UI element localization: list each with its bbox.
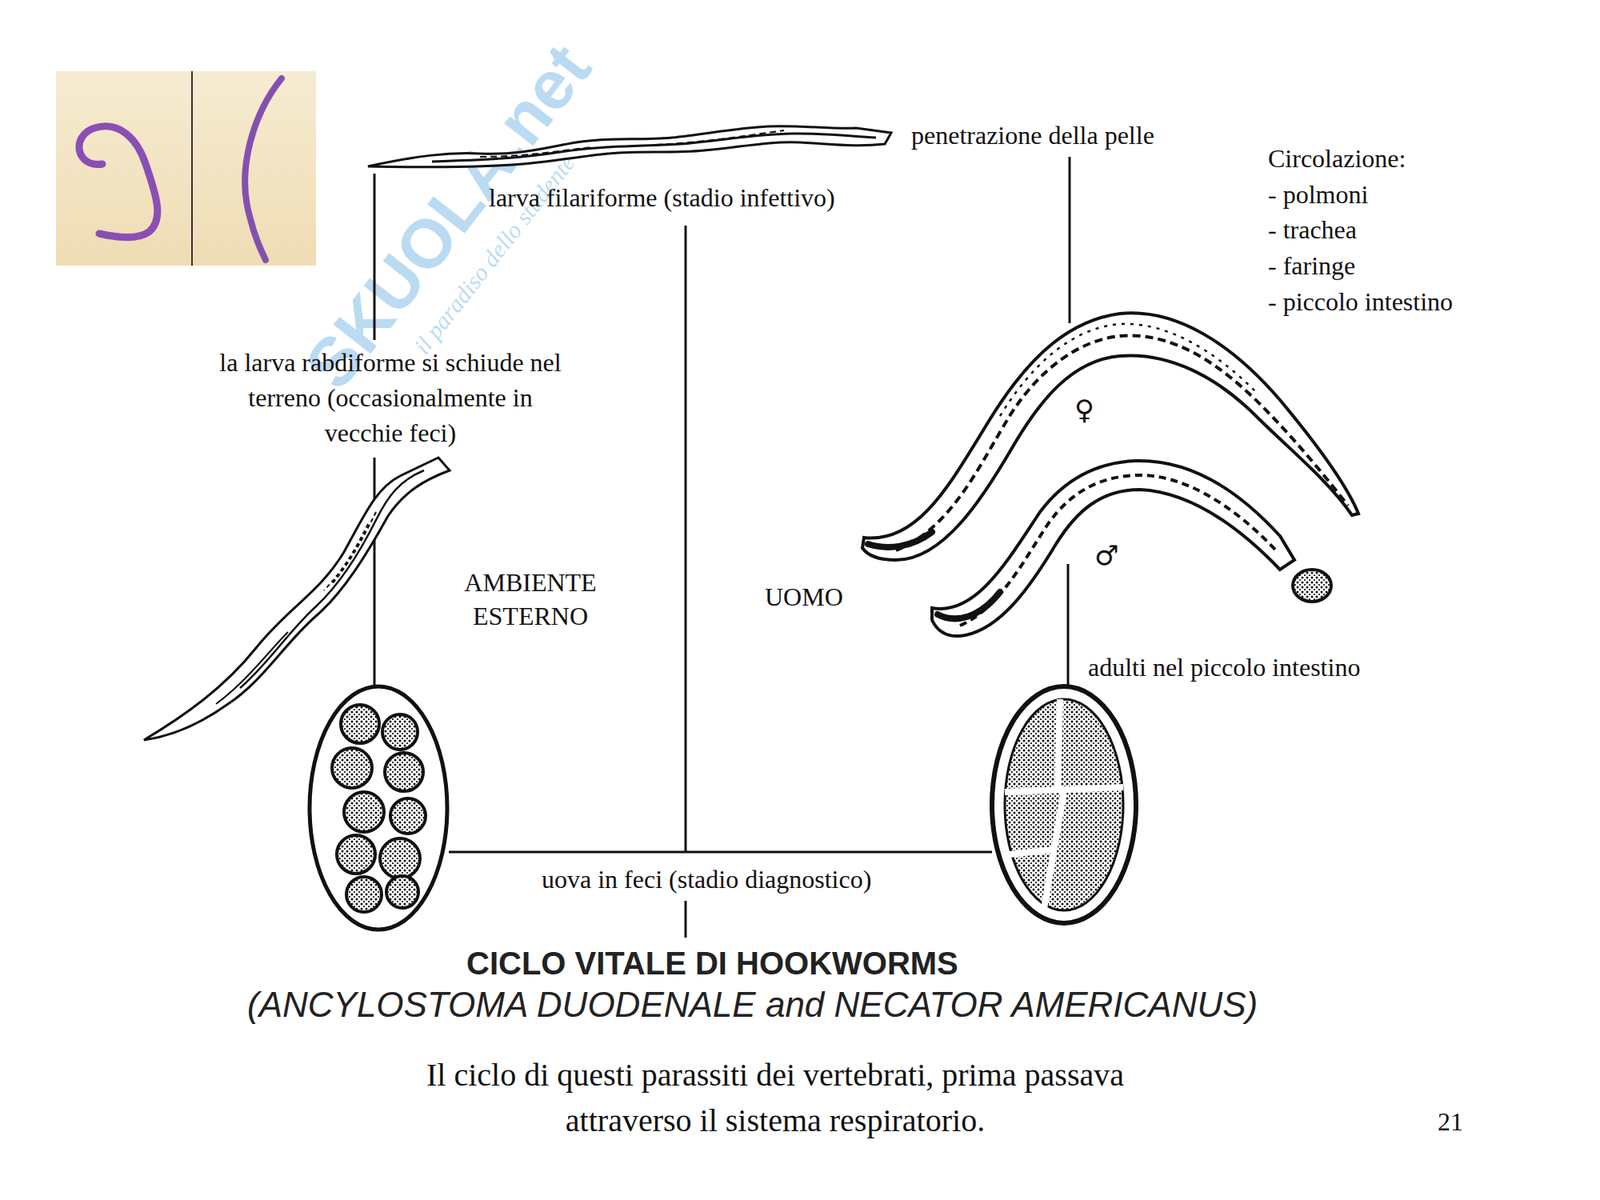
route-item: - faringe bbox=[1268, 250, 1356, 281]
cycle-line bbox=[1068, 156, 1072, 324]
female-adult-worm bbox=[862, 312, 1359, 560]
cell-divider bbox=[1004, 699, 1124, 909]
cycle-line bbox=[373, 173, 376, 340]
egg-cells bbox=[1004, 699, 1124, 911]
watermark: SKUOLA.net bbox=[288, 28, 608, 405]
route-heading: Circolazione: bbox=[1268, 143, 1406, 174]
worm-tail bbox=[937, 592, 1000, 619]
transition-label: penetrazione della pelle bbox=[911, 120, 1155, 151]
worm-body bbox=[862, 312, 1359, 560]
egg-cells bbox=[336, 835, 376, 874]
filariform-larva bbox=[368, 126, 892, 168]
larva-gut bbox=[432, 133, 876, 162]
egg-four-cell bbox=[992, 686, 1136, 924]
egg-cells bbox=[332, 748, 372, 788]
micrograph-divider bbox=[191, 71, 193, 266]
cycle-lines bbox=[374, 156, 1070, 938]
egg-cells bbox=[380, 838, 420, 879]
route-item: - polmoni bbox=[1268, 179, 1368, 210]
egg-shell bbox=[992, 686, 1136, 924]
egg-cells bbox=[340, 704, 380, 744]
egg-morula bbox=[309, 686, 448, 930]
stained-larva bbox=[79, 126, 158, 238]
stage-label: la larva rabdiforme si schiude nel terre… bbox=[210, 344, 571, 451]
stained-larva bbox=[244, 78, 282, 260]
egg-cells bbox=[346, 876, 382, 912]
stage-label: adulti nel piccolo intestino bbox=[1088, 652, 1360, 683]
diagram-title: CICLO VITALE DI HOOKWORMS bbox=[466, 944, 959, 983]
larva-gut bbox=[480, 130, 784, 157]
larva-gut bbox=[324, 512, 376, 591]
cycle-line bbox=[373, 457, 376, 687]
egg-cells bbox=[390, 798, 426, 834]
egg-cells bbox=[382, 714, 418, 750]
micrograph-inset bbox=[56, 71, 316, 266]
worm-gut bbox=[960, 475, 1276, 626]
route-item: - trachea bbox=[1268, 214, 1357, 245]
larva-body bbox=[368, 126, 892, 168]
egg-shell bbox=[309, 686, 448, 930]
species-subtitle: (ANCYLOSTOMA DUODENALE and NECATOR AMERI… bbox=[247, 984, 1258, 1027]
worm-gut bbox=[1000, 324, 1256, 416]
worm-body bbox=[932, 460, 1295, 636]
micrograph-ground bbox=[56, 71, 316, 266]
egg-cells bbox=[386, 876, 419, 908]
cycle-line bbox=[448, 851, 992, 854]
page-number: 21 bbox=[1437, 1106, 1464, 1137]
sex-symbol: ♀ bbox=[1074, 393, 1095, 427]
copulatory-bursa bbox=[1292, 569, 1332, 602]
region-label: AMBIENTE ESTERNO bbox=[442, 566, 619, 633]
larva-gut bbox=[216, 632, 288, 704]
sex-symbol: ♂ bbox=[1094, 539, 1119, 572]
route-item: - piccolo intestino bbox=[1268, 286, 1453, 317]
cycle-line bbox=[1067, 564, 1070, 687]
stage-label: larva filariforme (stadio infettivo) bbox=[488, 182, 836, 213]
male-adult-worm bbox=[932, 460, 1332, 636]
egg-cells bbox=[332, 704, 426, 912]
stage-label: uova in feci (stadio diagnostico) bbox=[541, 864, 872, 895]
divider-line bbox=[684, 900, 688, 938]
worm-gut bbox=[896, 335, 1348, 551]
egg-cells bbox=[384, 752, 424, 792]
slide-caption: Il ciclo di questi parassiti dei vertebr… bbox=[371, 1052, 1180, 1144]
region-label: UOMO bbox=[764, 581, 844, 612]
divider-line bbox=[684, 225, 688, 852]
egg-cells bbox=[344, 792, 384, 832]
worm-tail bbox=[868, 532, 932, 548]
